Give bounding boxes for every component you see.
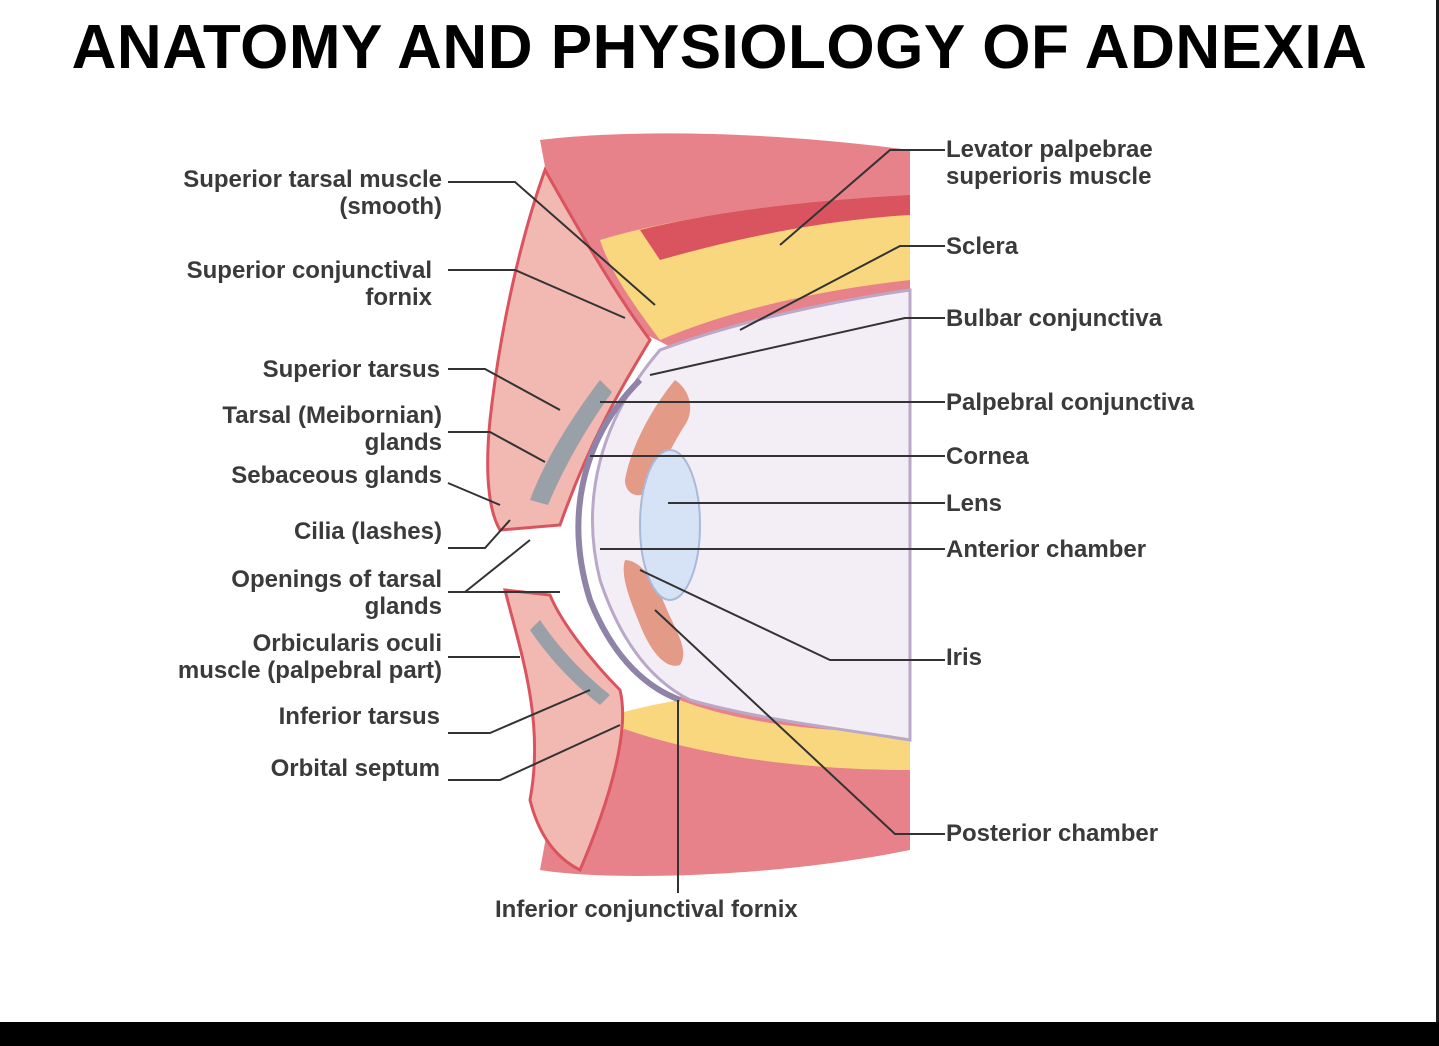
label-openings-tarsal-glands: Openings of tarsal glands (231, 566, 442, 620)
label-cilia: Cilia (lashes) (293, 518, 442, 545)
slide-title: ANATOMY AND PHYSIOLOGY OF ADNEXIA (71, 13, 1368, 82)
leader-openings-tarsal-glands-b (464, 539, 531, 593)
label-inferior-conjunctival-fornix: Inferior conjunctival fornix (495, 896, 798, 923)
leader-iris (639, 569, 945, 661)
leader-inferior-tarsus (448, 689, 591, 734)
leader-orbital-septum (448, 724, 621, 781)
label-iris: Iris (946, 644, 983, 671)
label-inferior-tarsus: Inferior tarsus (278, 703, 440, 730)
right-border (1436, 0, 1439, 1022)
leader-sebaceous-glands (447, 482, 501, 506)
label-superior-conjunctival-fornix: Superior conjunctival fornix (186, 257, 432, 311)
label-palpebral-conjunctiva: Palpebral conjunctiva (946, 389, 1195, 416)
leader-cilia (448, 519, 511, 549)
leader-levator (779, 149, 945, 246)
label-superior-tarsal-muscle: Superior tarsal muscle (smooth) (183, 166, 442, 220)
lower-eyelid (503, 588, 625, 873)
label-bulbar-conjunctiva: Bulbar conjunctiva (946, 305, 1163, 332)
label-orbital-septum: Orbital septum (270, 755, 440, 782)
label-orbicularis-oculi: Orbicularis oculi muscle (palpebral part… (177, 630, 442, 684)
leader-tarsal-glands (448, 431, 546, 463)
label-sclera: Sclera (946, 233, 1019, 260)
lower-tarsus-plate (530, 620, 610, 705)
upper-tarsus-plate (530, 380, 612, 505)
leader-superior-conjunctival-fornix (448, 269, 626, 319)
label-tarsal-glands: Tarsal (Meibornian) glands (222, 402, 442, 456)
bottom-bar (0, 1022, 1439, 1046)
leader-superior-tarsal-muscle (448, 181, 656, 306)
lens-body (639, 449, 701, 601)
label-sebaceous-glands: Sebaceous glands (231, 462, 442, 489)
label-posterior-chamber: Posterior chamber (946, 820, 1159, 847)
levator-muscle-band (640, 195, 910, 260)
upper-eyelid (486, 166, 652, 532)
leader-posterior-chamber (654, 609, 945, 835)
leader-bulbar-conjunctiva (649, 317, 945, 376)
label-levator: Levator palpebrae superioris muscle (946, 136, 1153, 190)
label-superior-tarsus: Superior tarsus (262, 356, 440, 383)
iris-lower (623, 560, 684, 666)
leader-superior-tarsus (448, 368, 561, 411)
anatomy-illustration (486, 133, 912, 876)
label-cornea: Cornea (946, 443, 1029, 470)
label-anterior-chamber: Anterior chamber (946, 536, 1147, 563)
leader-sclera (739, 245, 945, 331)
cornea-curve (575, 377, 682, 703)
iris-upper (625, 380, 691, 496)
label-lens: Lens (946, 490, 1003, 517)
leader-lines (447, 149, 945, 893)
